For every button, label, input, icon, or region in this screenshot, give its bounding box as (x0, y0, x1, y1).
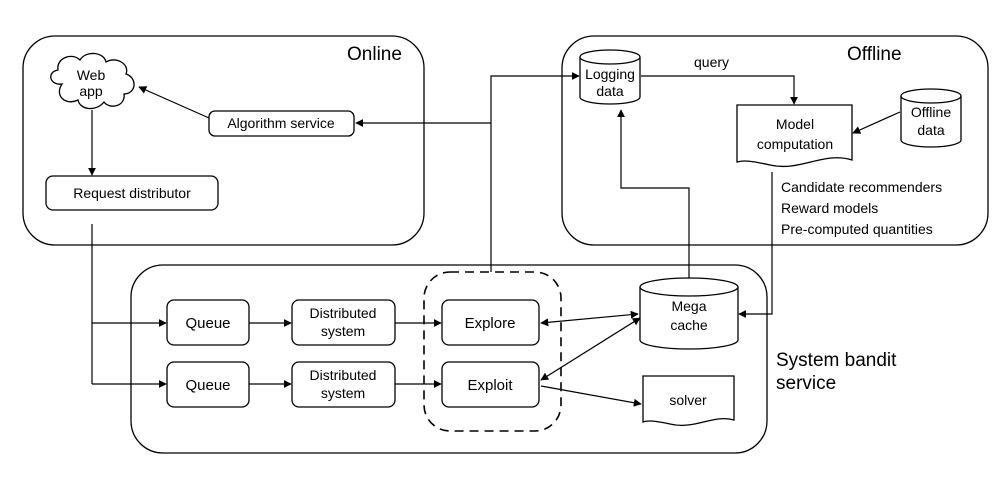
offline-output-reward-models: Reward models (781, 200, 878, 216)
request-distributor-label: Request distributor (73, 185, 191, 201)
web-app-label-line2: app (79, 83, 103, 99)
logging-data-label-line2: data (596, 83, 623, 99)
model-computation-label-line1: Model (776, 116, 814, 132)
offline-data-label-line2: data (917, 122, 944, 138)
exploit-box (441, 361, 540, 408)
offline-region (561, 35, 989, 246)
solver-box (642, 375, 735, 426)
edge-group-to-logging (490, 72, 580, 272)
logging-data-cylinder-top (579, 49, 641, 65)
bandit-service-title-line1: System bandit (776, 350, 897, 371)
queue-1-label: Queue (185, 315, 230, 332)
mega-cache-label-line2: cache (670, 317, 708, 333)
queue-2-label: Queue (185, 377, 230, 394)
web-app-label-line1: Web (77, 67, 106, 83)
algorithm-service-label: Algorithm service (227, 115, 335, 131)
distributed-system-2-label-line1: Distributed (310, 367, 377, 383)
distributed-system-1-label-line2: system (321, 323, 365, 339)
explore-exploit-group (423, 271, 562, 432)
bandit-service-title-line2: service (776, 373, 836, 394)
online-region (22, 35, 425, 246)
logging-data-label-line1: Logging (585, 66, 635, 82)
explore-box (441, 299, 540, 346)
distributed-system-1-label-line1: Distributed (310, 305, 377, 321)
offline-data-cylinder-top (900, 88, 962, 104)
query-edge-label: query (694, 54, 729, 70)
edge-algorithm-to-webapp (138, 86, 210, 119)
logging-data-cylinder (579, 57, 641, 105)
offline-data-cylinder (900, 96, 962, 148)
edge-logging-to-model-query (641, 75, 798, 105)
edge-offline-to-model (852, 111, 901, 134)
edge-exploit-to-solver (540, 385, 642, 407)
distributed-system-2-label-line2: system (321, 385, 365, 401)
algorithm-service-box (208, 110, 355, 137)
edge-explore-megacache (540, 310, 639, 327)
request-distributor-box (45, 175, 219, 211)
offline-output-pre-computed-quantities: Pre-computed quantities (781, 221, 933, 237)
mega-cache-label-line1: Mega (671, 298, 706, 314)
explore-label: Explore (465, 315, 516, 332)
exploit-label: Exploit (467, 377, 513, 394)
edge-megacache-to-logging (617, 109, 690, 278)
model-computation-label-line2: computation (757, 136, 833, 152)
offline-region-title: Offline (847, 44, 902, 65)
edge-model-to-megacache (738, 172, 773, 318)
mega-cache-cylinder (639, 287, 739, 350)
offline-data-label-line1: Offline (911, 104, 951, 120)
bandit-service-region (130, 264, 768, 454)
online-region-title: Online (347, 44, 402, 65)
mega-cache-cylinder-top (639, 277, 739, 297)
web-app-cloud (50, 52, 135, 110)
model-computation-box (736, 104, 853, 167)
edge-exploit-megacache (540, 317, 641, 381)
offline-output-candidate-recommenders: Candidate recommenders (781, 179, 942, 195)
solver-label: solver (669, 392, 707, 408)
